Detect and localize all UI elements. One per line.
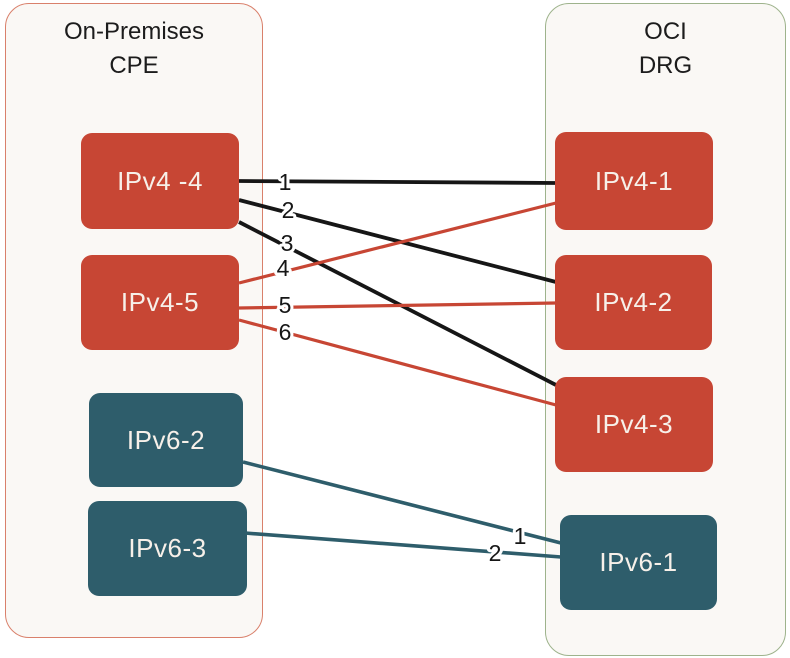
oci-panel-title: OCI DRG — [546, 4, 785, 83]
ipv6-tunnel-line-1 — [242, 460, 562, 545]
tunnel-label-5: 5 — [279, 292, 292, 318]
ipv6-tunnel-label-2: 2 — [489, 540, 502, 566]
node-ipv6-1: IPv6-1 — [560, 515, 717, 610]
tunnel-line-6 — [238, 318, 557, 407]
node-ipv4-2: IPv4-2 — [555, 255, 712, 350]
tunnel-label-2: 2 — [282, 197, 295, 223]
node-ipv4-5: IPv4-5 — [81, 255, 239, 350]
panel-title-line1: OCI — [644, 18, 687, 45]
tunnel-line-4 — [238, 201, 557, 285]
on-premises-panel-title: On-Premises CPE — [6, 4, 262, 83]
node-ipv4-1: IPv4-1 — [555, 132, 713, 230]
panel-title-line2: DRG — [638, 52, 693, 79]
tunnel-label-3: 3 — [281, 230, 294, 256]
ipv6-tunnel-label-1: 1 — [514, 523, 527, 549]
panel-title-line1: On-Premises — [63, 18, 205, 45]
tunnel-label-6: 6 — [279, 319, 292, 345]
tunnel-line-1 — [238, 179, 557, 185]
tunnel-line-3 — [238, 220, 557, 387]
tunnel-label-1: 1 — [279, 169, 292, 195]
node-ipv4-3: IPv4-3 — [555, 377, 713, 472]
tunnel-line-2 — [238, 198, 557, 284]
tunnel-label-4: 4 — [277, 255, 290, 281]
node-ipv6-2: IPv6-2 — [89, 393, 243, 487]
node-ipv6-3: IPv6-3 — [88, 501, 247, 596]
ipv6-tunnel-line-2 — [244, 531, 562, 559]
panel-title-line2: CPE — [109, 52, 159, 79]
node-ipv4-4: IPv4 -4 — [81, 133, 239, 229]
tunnel-line-5 — [238, 301, 557, 310]
